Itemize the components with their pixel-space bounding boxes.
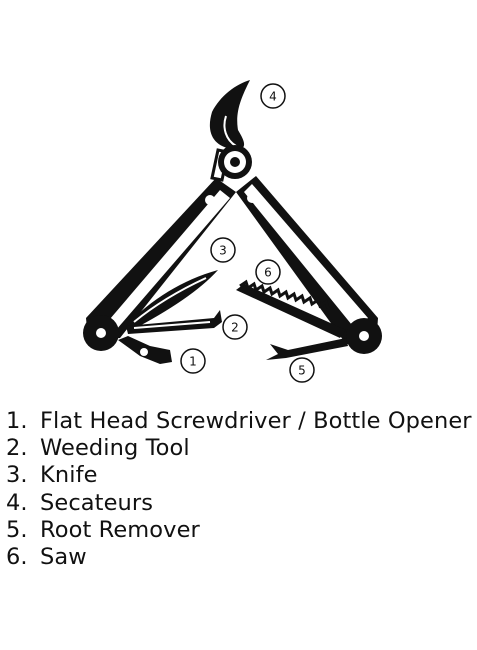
multitool-illustration: 1 2 3 4 5 6	[83, 80, 382, 383]
saw-blade	[236, 279, 346, 338]
callout-3: 3	[210, 237, 236, 263]
callout-5-number: 5	[298, 364, 306, 378]
callout-4-number: 4	[269, 90, 277, 104]
callout-2: 2	[222, 314, 248, 340]
callout-6-number: 6	[264, 266, 272, 280]
knife-blade	[126, 270, 218, 330]
legend-item: 2. Weeding Tool	[6, 435, 472, 462]
legend-item: 3. Knife	[6, 462, 472, 489]
legend-label: Weeding Tool	[40, 435, 190, 462]
legend-number: 5.	[6, 516, 28, 543]
callout-2-number: 2	[231, 321, 239, 335]
legend-number: 2.	[6, 435, 28, 462]
screwdriver-bottle-opener	[118, 336, 172, 364]
callout-4: 4	[260, 83, 286, 109]
legend-item: 1. Flat Head Screwdriver / Bottle Opener	[6, 408, 472, 435]
callout-3-number: 3	[219, 244, 227, 258]
legend-label: Secateurs	[40, 489, 154, 516]
callout-5: 5	[289, 357, 315, 383]
callout-1: 1	[180, 348, 206, 374]
weeding-tool	[126, 310, 222, 334]
tool-legend: 1.Flat Head Screwdriver / Bottle Opener …	[6, 408, 472, 571]
legend-number: 3.	[6, 462, 28, 489]
right-handle	[236, 176, 382, 354]
legend-label: Root Remover	[40, 516, 200, 543]
pivot-bolt	[218, 145, 252, 179]
legend-item: 4. Secateurs	[6, 490, 472, 517]
legend-label: Saw	[40, 543, 87, 570]
legend-label: Flat Head Screwdriver / Bottle Opener	[40, 408, 472, 434]
callout-1-number: 1	[189, 355, 197, 369]
legend-number: 1.	[6, 408, 28, 434]
root-remover	[266, 338, 348, 360]
left-handle	[83, 178, 236, 351]
legend-number: 4.	[6, 489, 28, 516]
callout-6: 6	[255, 259, 281, 285]
legend-number: 6.	[6, 543, 28, 570]
legend-label: Knife	[40, 462, 98, 489]
legend-item: 5. Root Remover	[6, 517, 472, 544]
legend-item: 6. Saw	[6, 544, 472, 571]
